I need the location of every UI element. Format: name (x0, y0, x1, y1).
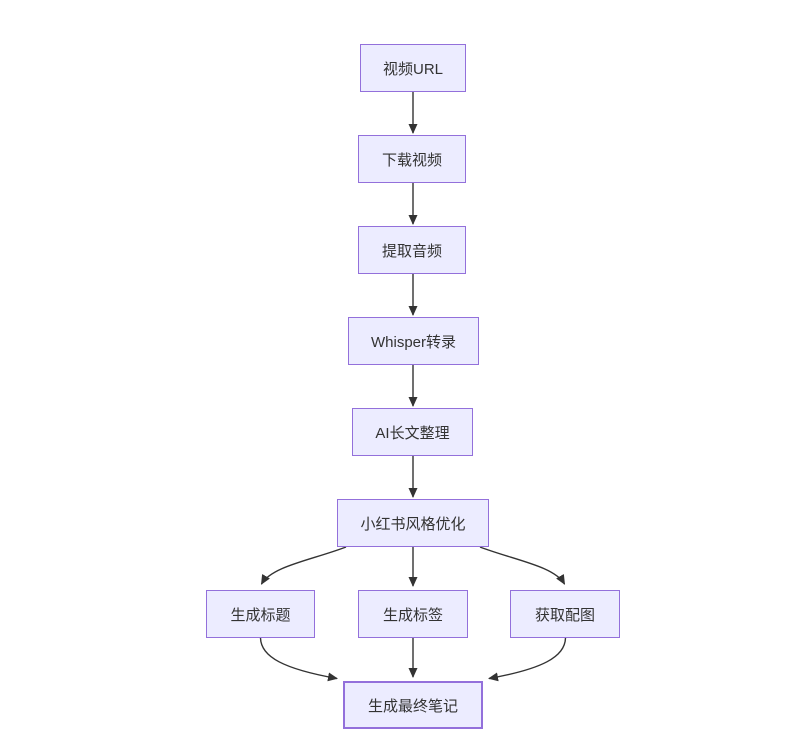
edge-get-images-to-final-note (488, 637, 567, 682)
node-generate-final-note: 生成最终笔记 (343, 681, 483, 729)
node-generate-title: 生成标题 (206, 590, 315, 638)
node-ai-longform-organize: AI长文整理 (352, 408, 473, 456)
node-get-images: 获取配图 (510, 590, 620, 638)
edge-style-to-gen-title (260, 546, 347, 585)
node-extract-audio: 提取音频 (358, 226, 466, 274)
edge-style-to-get-images (479, 546, 566, 585)
node-xiaohongshu-style-optimize: 小红书风格优化 (337, 499, 489, 547)
node-whisper-transcribe: Whisper转录 (348, 317, 479, 365)
node-generate-tags: 生成标签 (358, 590, 468, 638)
node-download-video: 下载视频 (358, 135, 466, 183)
node-video-url: 视频URL (360, 44, 466, 92)
edge-gen-title-to-final-note (259, 637, 338, 682)
